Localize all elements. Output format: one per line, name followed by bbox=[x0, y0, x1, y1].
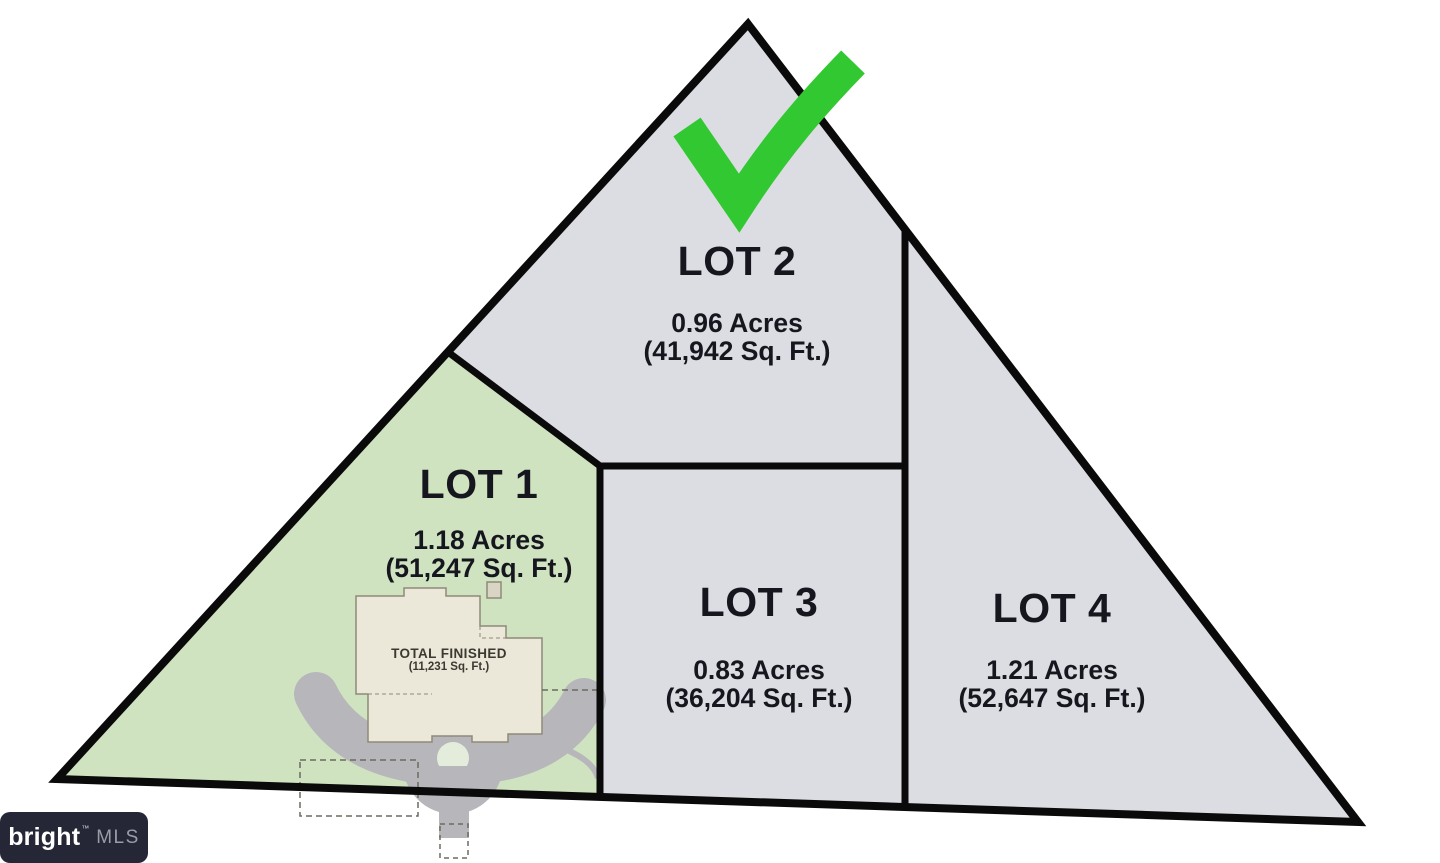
lot4-title: LOT 4 bbox=[992, 585, 1112, 631]
chimney bbox=[486, 581, 502, 599]
brightmls-suffix-text: MLS bbox=[96, 826, 140, 848]
lot2-label: LOT 2 0.96 Acres (41,942 Sq. Ft.) bbox=[643, 238, 830, 366]
lot3-acres: 0.83 Acres bbox=[693, 655, 825, 685]
driveway-apron-dashed-outline bbox=[439, 823, 469, 859]
house-total-finished-label: TOTAL FINISHED bbox=[391, 646, 507, 661]
lot3-title: LOT 3 bbox=[699, 579, 819, 625]
lot4-acres: 1.21 Acres bbox=[986, 655, 1118, 685]
lot1-title: LOT 1 bbox=[419, 461, 539, 507]
lot1-acres: 1.18 Acres bbox=[413, 525, 545, 555]
lot1-label: LOT 1 1.18 Acres (51,247 Sq. Ft.) bbox=[385, 461, 572, 583]
lot4-sqft: (52,647 Sq. Ft.) bbox=[958, 683, 1146, 714]
lot4-label: LOT 4 1.21 Acres (52,647 Sq. Ft.) bbox=[958, 585, 1145, 713]
house-total-finished-sqft: (11,231 Sq. Ft.) bbox=[408, 661, 490, 673]
lot-boundary-lines bbox=[445, 228, 909, 809]
lot3-label: LOT 3 0.83 Acres (36,204 Sq. Ft.) bbox=[665, 579, 852, 713]
lot2-title: LOT 2 bbox=[677, 238, 797, 284]
lot1-sqft: (51,247 Sq. Ft.) bbox=[385, 553, 573, 584]
house-footprint bbox=[299, 581, 598, 859]
checkmark-icon bbox=[673, 50, 865, 233]
lot2-sqft: (41,942 Sq. Ft.) bbox=[643, 336, 831, 367]
parcel-boundary bbox=[48, 17, 1367, 827]
lot2-acres: 0.96 Acres bbox=[671, 308, 803, 338]
lot3-sqft: (36,204 Sq. Ft.) bbox=[665, 683, 853, 714]
trademark-symbol: ™ bbox=[81, 824, 90, 833]
brightmls-brand-text: bright bbox=[8, 823, 81, 851]
house-total-finished: TOTAL FINISHED (11,231 Sq. Ft.) bbox=[391, 646, 507, 673]
